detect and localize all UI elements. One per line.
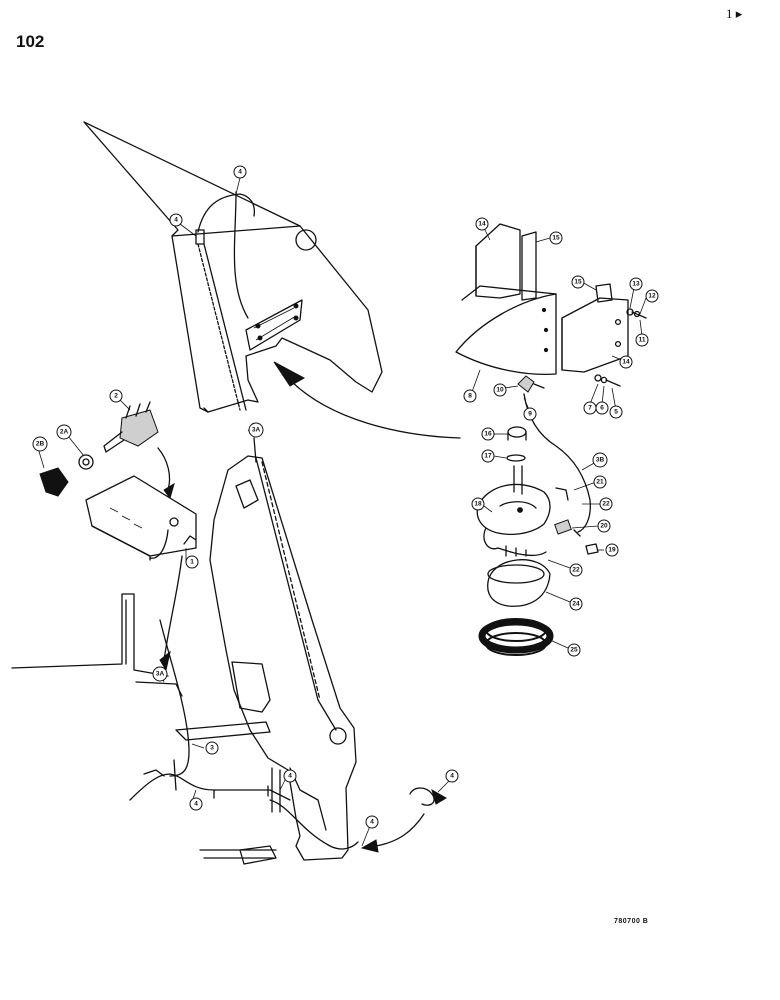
svg-text:4: 4	[288, 773, 292, 780]
upper-boom	[83, 121, 383, 413]
svg-text:12: 12	[648, 293, 656, 300]
corner-mark: 1 ▸	[726, 6, 743, 21]
callout-17: 17	[481, 449, 495, 463]
svg-text:21: 21	[596, 479, 604, 486]
svg-text:22: 22	[602, 501, 610, 508]
lamp-assembly	[476, 426, 599, 656]
callout-7: 7	[583, 401, 597, 415]
cab-panel	[11, 593, 359, 850]
svg-text:1: 1	[190, 559, 194, 566]
svg-text:10: 10	[496, 387, 504, 394]
callout-10: 10	[493, 383, 507, 397]
callout-22a: 22	[599, 497, 613, 511]
callout-16: 16	[481, 427, 495, 441]
svg-text:7: 7	[588, 405, 592, 412]
callout-4b: 4	[169, 213, 183, 227]
svg-text:4: 4	[370, 819, 374, 826]
callout-20: 20	[597, 519, 611, 533]
callout-2b: 2B	[32, 436, 48, 452]
callout-24: 24	[569, 597, 583, 611]
svg-text:25: 25	[570, 647, 578, 654]
callout-4f: 4	[445, 769, 459, 783]
svg-text:2A: 2A	[60, 429, 69, 436]
callout-3a-low: 3A	[152, 666, 168, 682]
callout-22b: 22	[569, 563, 583, 577]
svg-text:18: 18	[474, 501, 482, 508]
callout-14a: 14	[475, 217, 489, 231]
svg-text:14: 14	[478, 221, 486, 228]
drawing-code: 780700 B	[614, 918, 649, 925]
svg-text:2B: 2B	[36, 441, 45, 448]
light-bracket	[455, 223, 647, 533]
svg-text:15: 15	[574, 279, 582, 286]
svg-text:4: 4	[238, 169, 242, 176]
svg-text:13: 13	[632, 281, 640, 288]
callout-9: 9	[523, 407, 537, 421]
callout-11: 11	[635, 333, 649, 347]
svg-text:3A: 3A	[252, 427, 261, 434]
switch-assembly	[39, 401, 197, 672]
callout-4a: 4	[233, 165, 247, 179]
svg-text:2: 2	[114, 393, 118, 400]
svg-text:20: 20	[600, 523, 608, 530]
callout-21: 21	[593, 475, 607, 489]
svg-text:19: 19	[608, 547, 616, 554]
callout-6: 6	[595, 401, 609, 415]
callout-15b: 15	[571, 275, 585, 289]
svg-text:3: 3	[210, 745, 214, 752]
page-number: 102	[16, 32, 45, 51]
callout-2a: 2A	[56, 424, 72, 440]
svg-text:8: 8	[468, 393, 472, 400]
callout-13: 13	[629, 277, 643, 291]
svg-text:17: 17	[484, 453, 492, 460]
callout-3b: 3B	[592, 452, 608, 468]
callout-2: 2	[109, 389, 123, 403]
svg-text:24: 24	[572, 601, 580, 608]
callout-14b: 14	[619, 355, 633, 369]
callout-4d: 4	[189, 797, 203, 811]
svg-text:4: 4	[174, 217, 178, 224]
loose-clip	[360, 787, 447, 853]
svg-text:4: 4	[194, 801, 198, 808]
callout-12: 12	[645, 289, 659, 303]
callout-19: 19	[605, 543, 619, 557]
svg-text:3A: 3A	[156, 671, 165, 678]
callout-18: 18	[471, 497, 485, 511]
callout-1: 1	[185, 555, 199, 569]
callout-15a: 15	[549, 231, 563, 245]
assembly-arrow	[273, 361, 461, 439]
callout-4c: 4	[283, 769, 297, 783]
callout-5: 5	[609, 405, 623, 419]
callout-3a-top: 3A	[248, 422, 264, 438]
svg-text:11: 11	[639, 337, 646, 344]
svg-text:16: 16	[484, 431, 492, 438]
svg-text:15: 15	[552, 235, 560, 242]
callout-3: 3	[205, 741, 219, 755]
callout-8: 8	[463, 389, 477, 403]
svg-text:4: 4	[450, 773, 454, 780]
svg-text:3B: 3B	[596, 457, 605, 464]
svg-text:5: 5	[614, 409, 618, 416]
svg-text:9: 9	[528, 411, 532, 418]
callout-25: 25	[567, 643, 581, 657]
lower-boom	[199, 437, 357, 865]
svg-text:14: 14	[622, 359, 630, 366]
svg-text:6: 6	[600, 405, 604, 412]
svg-text:22: 22	[572, 567, 580, 574]
callout-4e: 4	[365, 815, 379, 829]
